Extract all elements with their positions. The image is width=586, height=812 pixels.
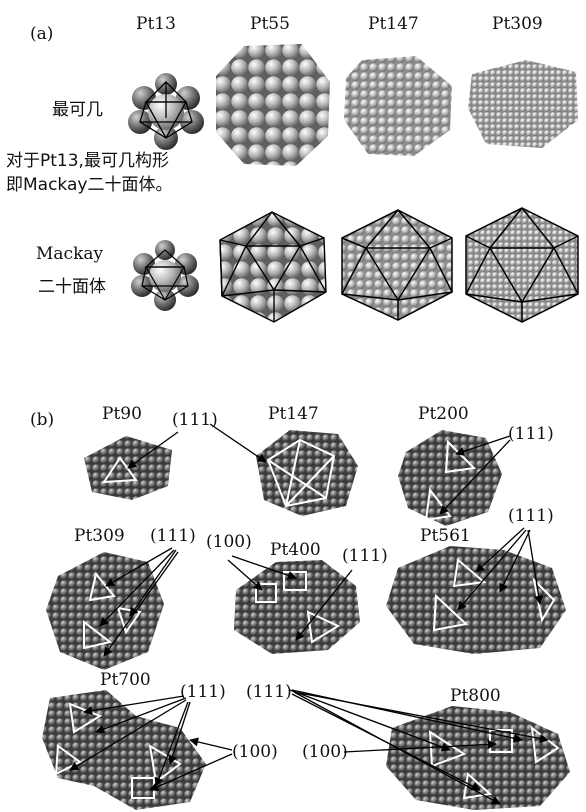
- column-label-pt55: Pt55: [250, 14, 290, 34]
- facet-label-pt800-111: (111): [246, 682, 292, 702]
- column-label-pt13: Pt13: [136, 14, 176, 34]
- pt55-mackay-icosahedron: [216, 210, 330, 324]
- facet-label-pt309-111: (111): [150, 526, 196, 546]
- panel-a-label: (a): [30, 24, 53, 44]
- facet-label-pt561-111: (111): [508, 506, 554, 526]
- cluster-label-pt90: Pt90: [102, 404, 142, 424]
- pt200-cluster: [396, 428, 504, 528]
- column-label-pt309: Pt309: [492, 14, 543, 34]
- facet-label-pt200-111: (111): [508, 424, 554, 444]
- pt147-cluster: [250, 426, 360, 518]
- pt800-cluster: [382, 700, 572, 812]
- facet-label-pt90-111: (111): [172, 410, 218, 430]
- pt147-mackay-icosahedron: [338, 208, 456, 322]
- pt309-most-probable-cluster: [466, 58, 580, 150]
- row-label-icosahedron: 二十面体: [38, 272, 106, 297]
- pt13-most-probable-cluster: [126, 74, 206, 150]
- cluster-label-pt309: Pt309: [74, 526, 125, 546]
- pt700-cluster: [40, 686, 208, 812]
- pt55-most-probable-cluster: [214, 42, 332, 168]
- row-label-mackay: Mackay: [36, 244, 103, 264]
- facet-label-pt800-100: (100): [302, 742, 348, 762]
- pt309-cluster: [44, 548, 166, 672]
- cluster-label-pt200: Pt200: [418, 404, 469, 424]
- pt561-cluster: [384, 540, 568, 656]
- note-line-2: 即Mackay二十面体。: [6, 170, 172, 195]
- column-label-pt147: Pt147: [368, 14, 419, 34]
- pt309-mackay-icosahedron: [462, 206, 582, 324]
- panel-b-label: (b): [30, 410, 54, 430]
- pt90-cluster: [76, 432, 176, 502]
- cluster-label-pt147: Pt147: [268, 404, 319, 424]
- pt13-mackay-icosahedron: [128, 240, 202, 312]
- pt147-most-probable-cluster: [342, 54, 454, 158]
- pt400-cluster: [226, 556, 364, 656]
- facet-label-pt700-100: (100): [232, 742, 278, 762]
- facet-label-pt400-100: (100): [206, 532, 252, 552]
- row-label-most-probable: 最可几: [52, 95, 103, 120]
